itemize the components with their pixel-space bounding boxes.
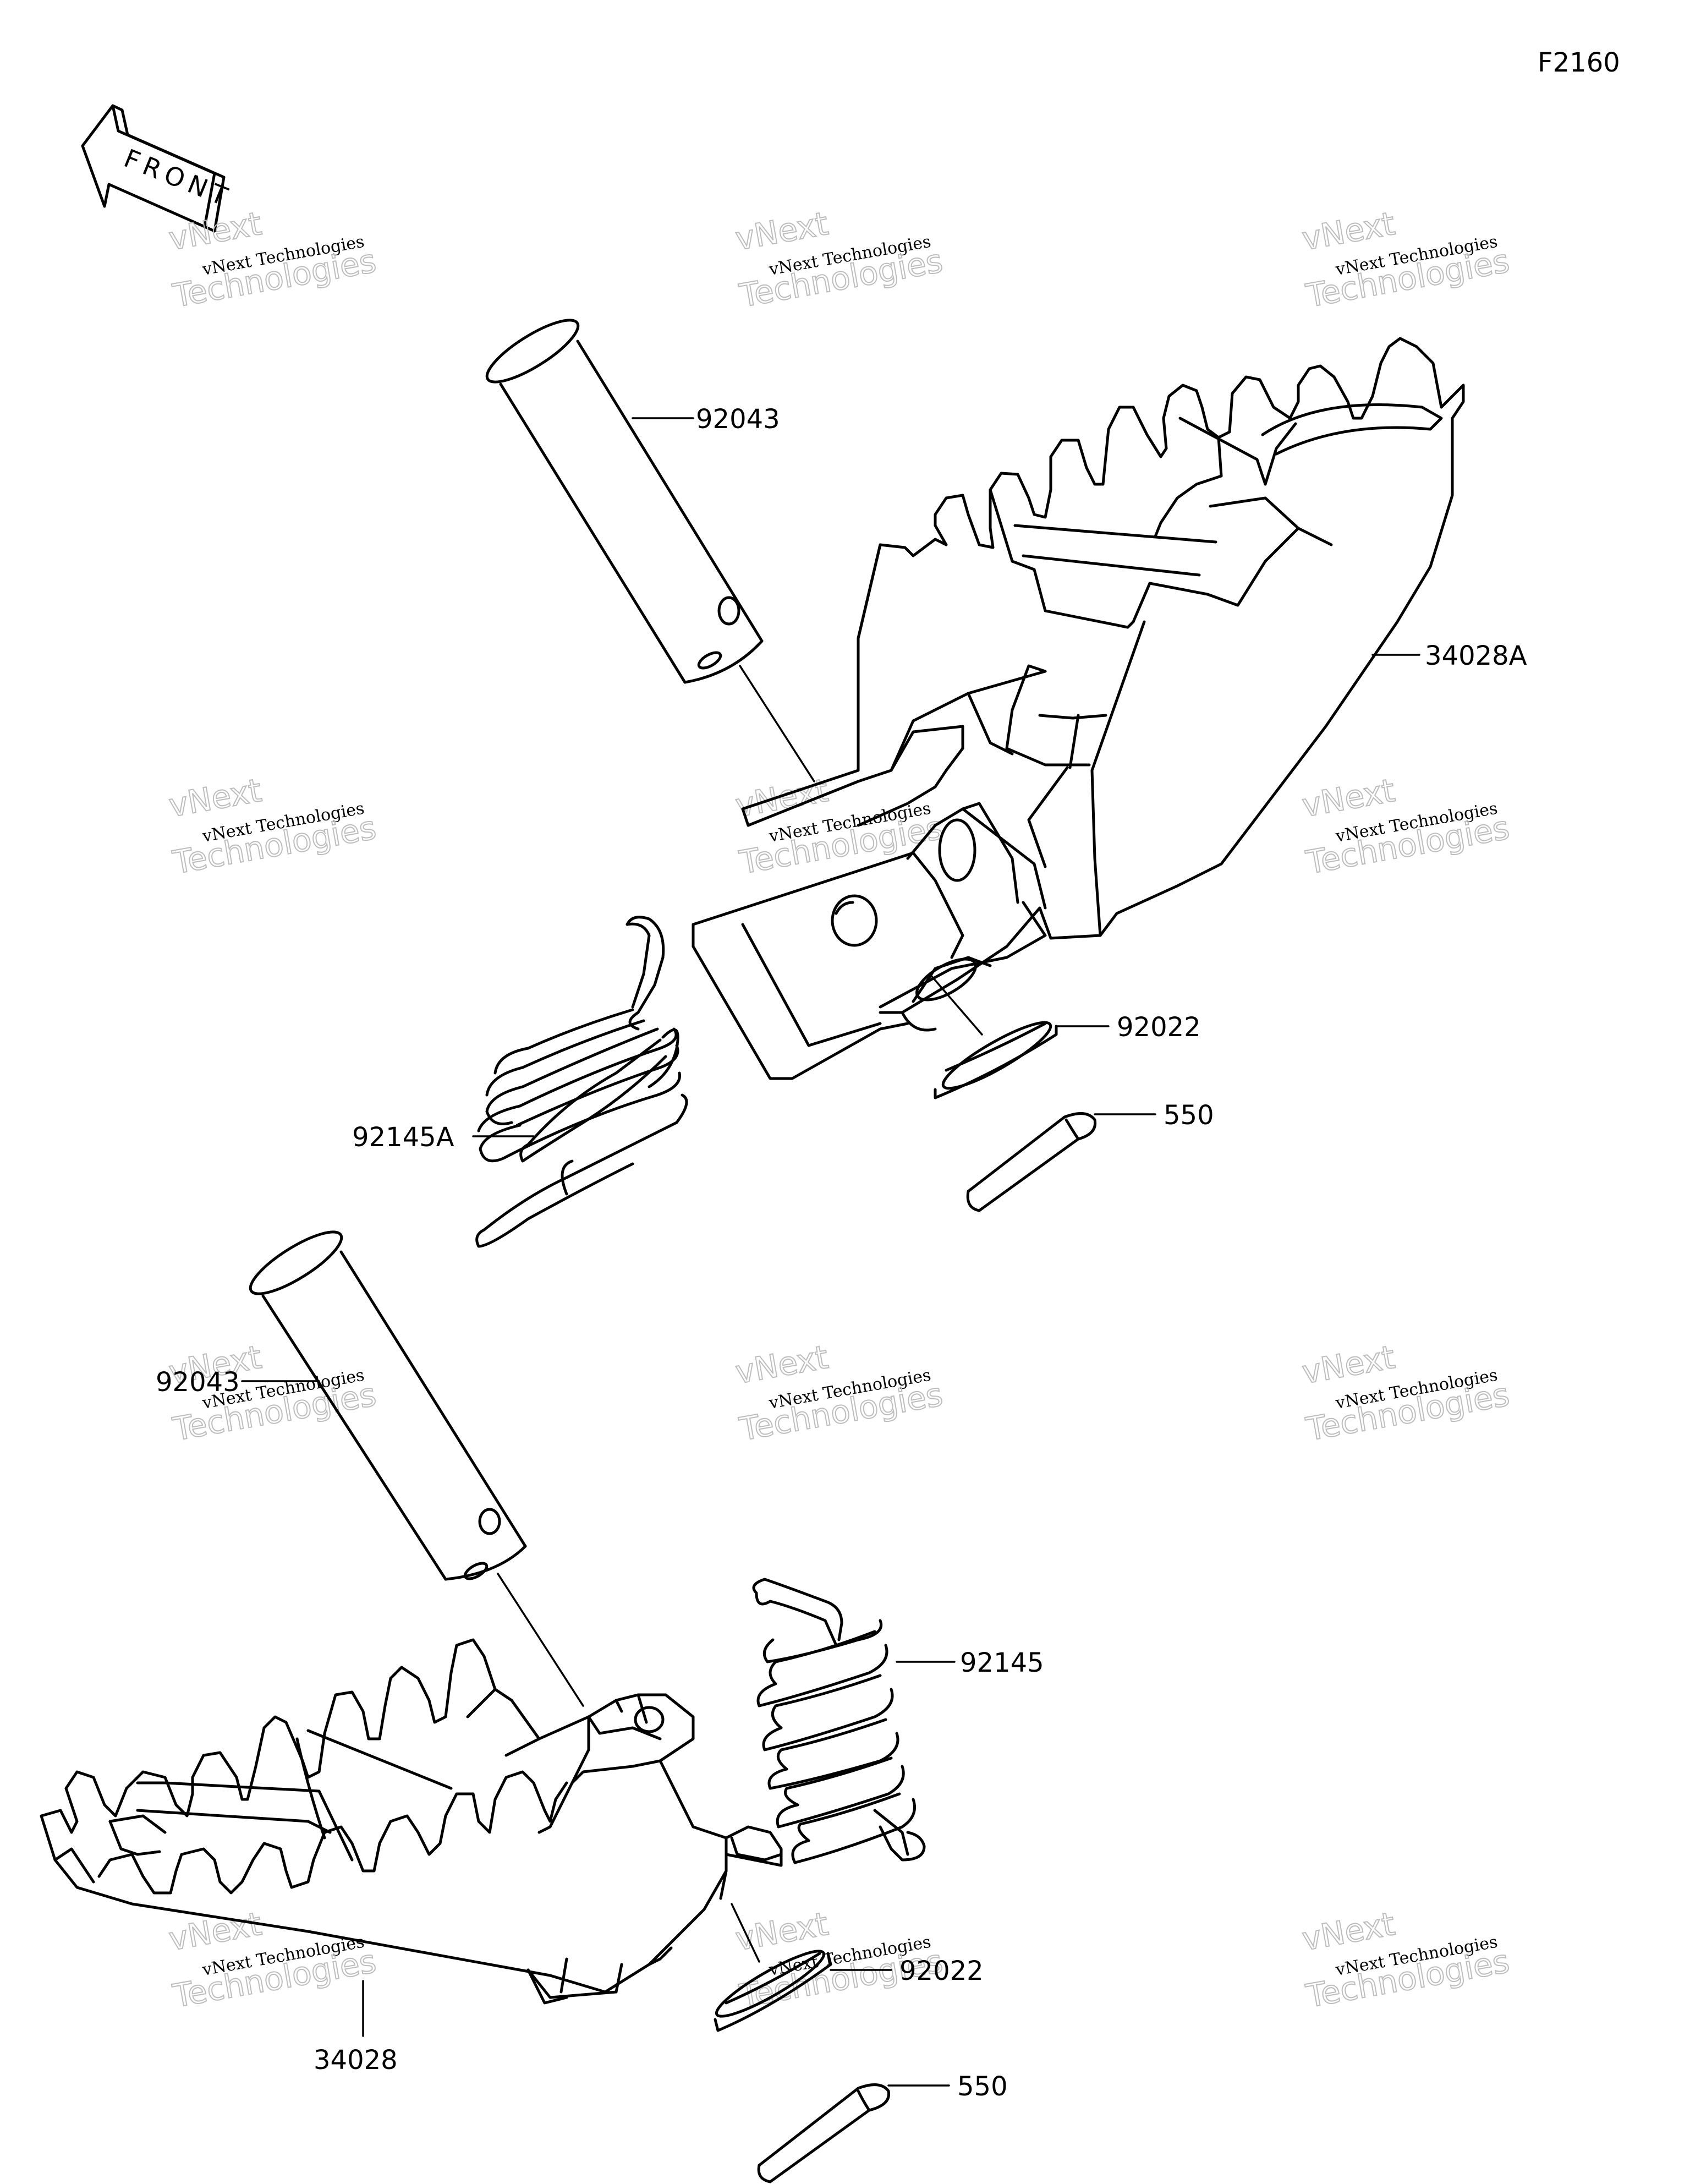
label-washer-upper: 92022: [1055, 1012, 1201, 1043]
svg-text:34028A: 34028A: [1425, 641, 1527, 671]
svg-text:550: 550: [957, 2071, 1008, 2102]
svg-text:92022: 92022: [1117, 1012, 1201, 1043]
watermark-group: vNext vNext Technologies Technologies vN…: [166, 204, 1513, 2016]
label-washer-lower: 92022: [830, 1956, 984, 1986]
diagram-code: F2160: [1538, 47, 1620, 78]
svg-text:92022: 92022: [899, 1956, 984, 1986]
cotter-upper-part: [966, 1112, 1097, 1212]
pin-upper-part: [485, 319, 815, 782]
spring-upper-part: [475, 916, 688, 1248]
washer-upper-part: [929, 973, 1058, 1099]
svg-text:92043: 92043: [156, 1367, 240, 1398]
label-pin-lower: 92043: [156, 1367, 320, 1398]
label-spring-upper: 92145A: [352, 1122, 535, 1153]
label-cotter-upper: 550: [1094, 1100, 1214, 1131]
svg-text:34028: 34028: [314, 2045, 398, 2076]
svg-text:vNext: vNext: [733, 205, 831, 258]
svg-text:vNext: vNext: [166, 771, 265, 824]
svg-text:vNext: vNext: [1299, 771, 1398, 824]
svg-text:vNext: vNext: [1299, 1338, 1398, 1391]
cotter-lower-part: [757, 2083, 891, 2183]
label-footpeg-lower: 34028: [314, 1980, 398, 2076]
spring-lower-part: [752, 1578, 926, 1864]
svg-text:92145A: 92145A: [352, 1122, 454, 1153]
label-spring-lower: 92145: [896, 1647, 1044, 1678]
svg-text:550: 550: [1164, 1100, 1214, 1131]
label-footpeg-upper: 34028A: [1371, 641, 1527, 671]
svg-text:92145: 92145: [960, 1647, 1044, 1678]
label-pin-upper: 92043: [632, 404, 780, 435]
footpeg-upper-part: [692, 337, 1465, 1080]
label-cotter-lower: 550: [887, 2071, 1008, 2102]
svg-text:92043: 92043: [696, 404, 780, 435]
svg-text:vNext: vNext: [733, 1338, 831, 1391]
washer-lower-part: [714, 1903, 832, 2032]
svg-text:vNext: vNext: [1299, 205, 1398, 258]
pin-lower-part: [249, 1230, 584, 1707]
svg-text:vNext: vNext: [1299, 1905, 1398, 1958]
footpeg-lower-part: [40, 1638, 783, 2005]
